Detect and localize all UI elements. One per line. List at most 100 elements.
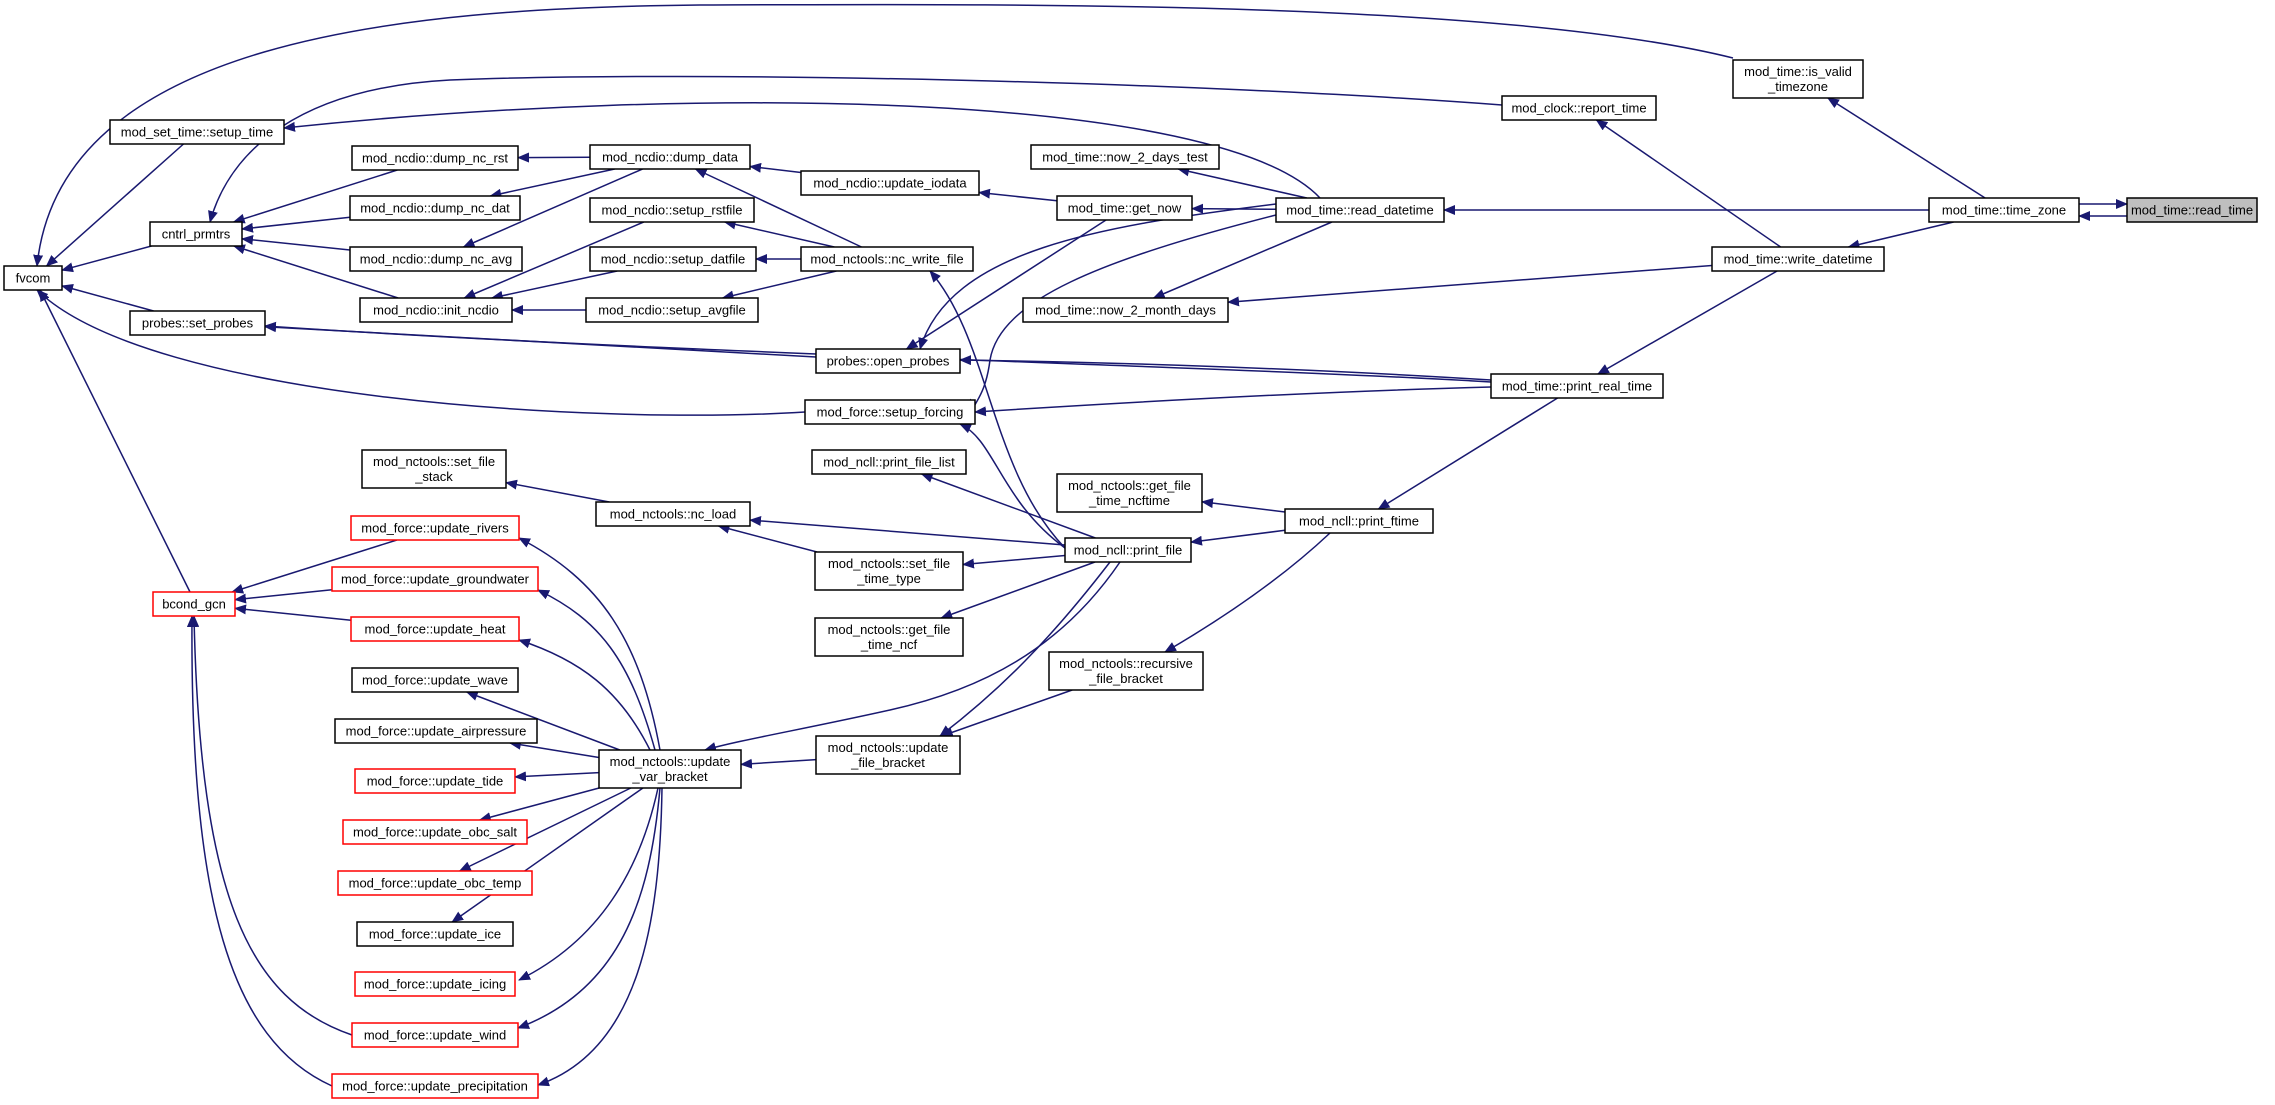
node-dump-nc-dat[interactable]: mod_ncdio::dump_nc_dat [349,195,521,221]
node-cntrl-prmtrs[interactable]: cntrl_prmtrs [149,221,243,247]
node-box [350,616,520,642]
node-update-heat[interactable]: mod_force::update_heat [350,616,520,642]
node-label: _time_type [856,571,921,586]
edge-update_var_bracket-to-update_obc_temp [458,787,632,872]
node-label: mod_force::update_obc_temp [349,876,522,891]
node-label: mod_ncdio::dump_nc_dat [360,201,510,216]
node-open-probes[interactable]: probes::open_probes [815,348,961,374]
node-update-groundwater[interactable]: mod_force::update_groundwater [331,566,539,592]
node-init-ncdio[interactable]: mod_ncdio::init_ncdio [359,297,513,323]
node-box [359,297,513,323]
edge-read_datetime-to-open_probes [918,203,1277,350]
node-label: mod_nctools::recursive [1059,656,1193,671]
node-update-precipitation[interactable]: mod_force::update_precipitation [331,1073,539,1099]
node-dump-nc-avg[interactable]: mod_ncdio::dump_nc_avg [349,246,523,272]
node-label: mod_time::now_2_month_days [1035,303,1216,318]
node-label: mod_ncll::print_file_list [823,455,955,470]
node-nc-load[interactable]: mod_nctools::nc_load [595,501,751,527]
edge-write_datetime-to-print_real_time [1597,270,1778,375]
node-box [589,197,755,223]
node-label: mod_force::update_groundwater [341,572,530,587]
node-label: mod_time::write_datetime [1724,252,1873,267]
node-box [356,921,514,947]
node-setup-avgfile[interactable]: mod_ncdio::setup_avgfile [585,297,759,323]
node-set-file-stack[interactable]: mod_nctools::set_file_stack [361,449,507,489]
node-update-obc-temp[interactable]: mod_force::update_obc_temp [337,870,533,896]
node-print-real-time[interactable]: mod_time::print_real_time [1490,373,1664,399]
node-bcond-gcn[interactable]: bcond_gcn [152,591,236,617]
node-get-file-time-ncf[interactable]: mod_nctools::get_file_time_ncf [814,617,964,657]
node-update-ice[interactable]: mod_force::update_ice [356,921,514,947]
node-label: bcond_gcn [162,597,226,612]
edge-print_ftime-to-get_file_time_ncftime [1201,498,1286,513]
edge-get_now-to-open_probes [905,219,1107,350]
node-update-wind[interactable]: mod_force::update_wind [351,1022,519,1048]
node-update-rivers[interactable]: mod_force::update_rivers [350,515,520,541]
node-label: mod_ncdio::dump_data [602,150,739,165]
edge-print_file-to-set_file_time_type [962,554,1066,569]
node-print-file[interactable]: mod_ncll::print_file [1064,537,1192,563]
edge-nc_load-to-set_file_stack [505,479,610,503]
edge-nc_write_file-to-setup_avgfile [721,270,837,301]
node-nc-write-file[interactable]: mod_nctools::nc_write_file [800,246,974,272]
node-label: mod_time::is_valid [1744,64,1852,79]
edge-print_file-to-get_file_time_ncf [940,561,1096,619]
node-read-time[interactable]: mod_time::read_time [2126,197,2258,223]
edge-update_iodata-to-dump_data [749,162,802,174]
node-label: mod_ncdio::setup_avgfile [598,303,745,318]
node-set-probes[interactable]: probes::set_probes [129,310,266,336]
edge-update_var_bracket-to-update_ice [451,787,644,923]
node-update-airpressure[interactable]: mod_force::update_airpressure [334,718,538,744]
edge-print_file-to-setup_forcing [959,423,1066,549]
node-label: mod_time::get_now [1068,201,1182,216]
node-update-tide[interactable]: mod_force::update_tide [354,768,516,794]
node-update-var-bracket[interactable]: mod_nctools::update_var_bracket [598,749,742,789]
node-now-2-days-test[interactable]: mod_time::now_2_days_test [1030,144,1220,170]
node-box [354,971,516,997]
node-setup-rstfile[interactable]: mod_ncdio::setup_rstfile [589,197,755,223]
edge-bcond_gcn-to-fvcom [39,289,191,593]
node-label: mod_force::update_tide [367,774,504,789]
node-box [1056,195,1193,221]
node-update-iodata[interactable]: mod_ncdio::update_iodata [800,170,980,196]
edge-dump_data-to-dump_nc_avg [462,168,643,248]
node-print-ftime[interactable]: mod_ncll::print_ftime [1284,508,1434,534]
node-update-file-bracket[interactable]: mod_nctools::update_file_bracket [815,735,961,775]
node-setup-time[interactable]: mod_set_time::setup_time [109,119,285,145]
node-box [351,667,519,693]
edge-update_var_bracket-to-update_wave [465,691,621,751]
node-box [349,195,521,221]
node-set-file-time-type[interactable]: mod_nctools::set_file_time_type [814,551,964,591]
node-write-datetime[interactable]: mod_time::write_datetime [1711,246,1885,272]
node-update-wave[interactable]: mod_force::update_wave [351,667,519,693]
node-update-icing[interactable]: mod_force::update_icing [354,971,516,997]
edge-print_ftime-to-recursive_file_bracket [1164,532,1331,653]
node-setup-datfile[interactable]: mod_ncdio::setup_datfile [589,246,757,272]
node-recursive-file-bracket[interactable]: mod_nctools::recursive_file_bracket [1048,651,1204,691]
node-update-obc-salt[interactable]: mod_force::update_obc_salt [342,819,528,845]
node-label: mod_force::update_airpressure [346,724,527,739]
node-fvcom[interactable]: fvcom [3,265,63,291]
node-print-file-list[interactable]: mod_ncll::print_file_list [811,449,967,475]
node-dump-nc-rst[interactable]: mod_ncdio::dump_nc_rst [351,145,519,171]
node-get-file-time-ncftime[interactable]: mod_nctools::get_file_time_ncftime [1056,473,1203,513]
edge-set_probes-to-fvcom [61,283,154,312]
node-now-2-month-days[interactable]: mod_time::now_2_month_days [1022,297,1229,323]
edge-update_heat-to-bcond_gcn [234,604,352,622]
node-box [351,1022,519,1048]
edge-dump_nc_avg-to-cntrl_prmtrs [241,234,351,251]
node-report-time[interactable]: mod_clock::report_time [1501,95,1657,121]
edge-print_file-to-update_file_bracket [939,561,1111,737]
node-read-datetime[interactable]: mod_time::read_datetime [1275,197,1445,223]
node-dump-data[interactable]: mod_ncdio::dump_data [589,144,751,170]
edge-update_precipitation-to-bcond_gcn [186,615,333,1087]
edge-print_file-to-nc_load [749,515,1066,546]
node-time-zone[interactable]: mod_time::time_zone [1928,197,2080,223]
node-box [800,170,980,196]
node-label: cntrl_prmtrs [162,227,231,242]
node-box [589,246,757,272]
node-setup-forcing[interactable]: mod_force::setup_forcing [804,399,976,425]
node-get-now[interactable]: mod_time::get_now [1056,195,1193,221]
node-is-valid-tz[interactable]: mod_time::is_valid_timezone [1732,59,1864,99]
edge-update_var_bracket-to-update_precipitation [537,787,663,1087]
